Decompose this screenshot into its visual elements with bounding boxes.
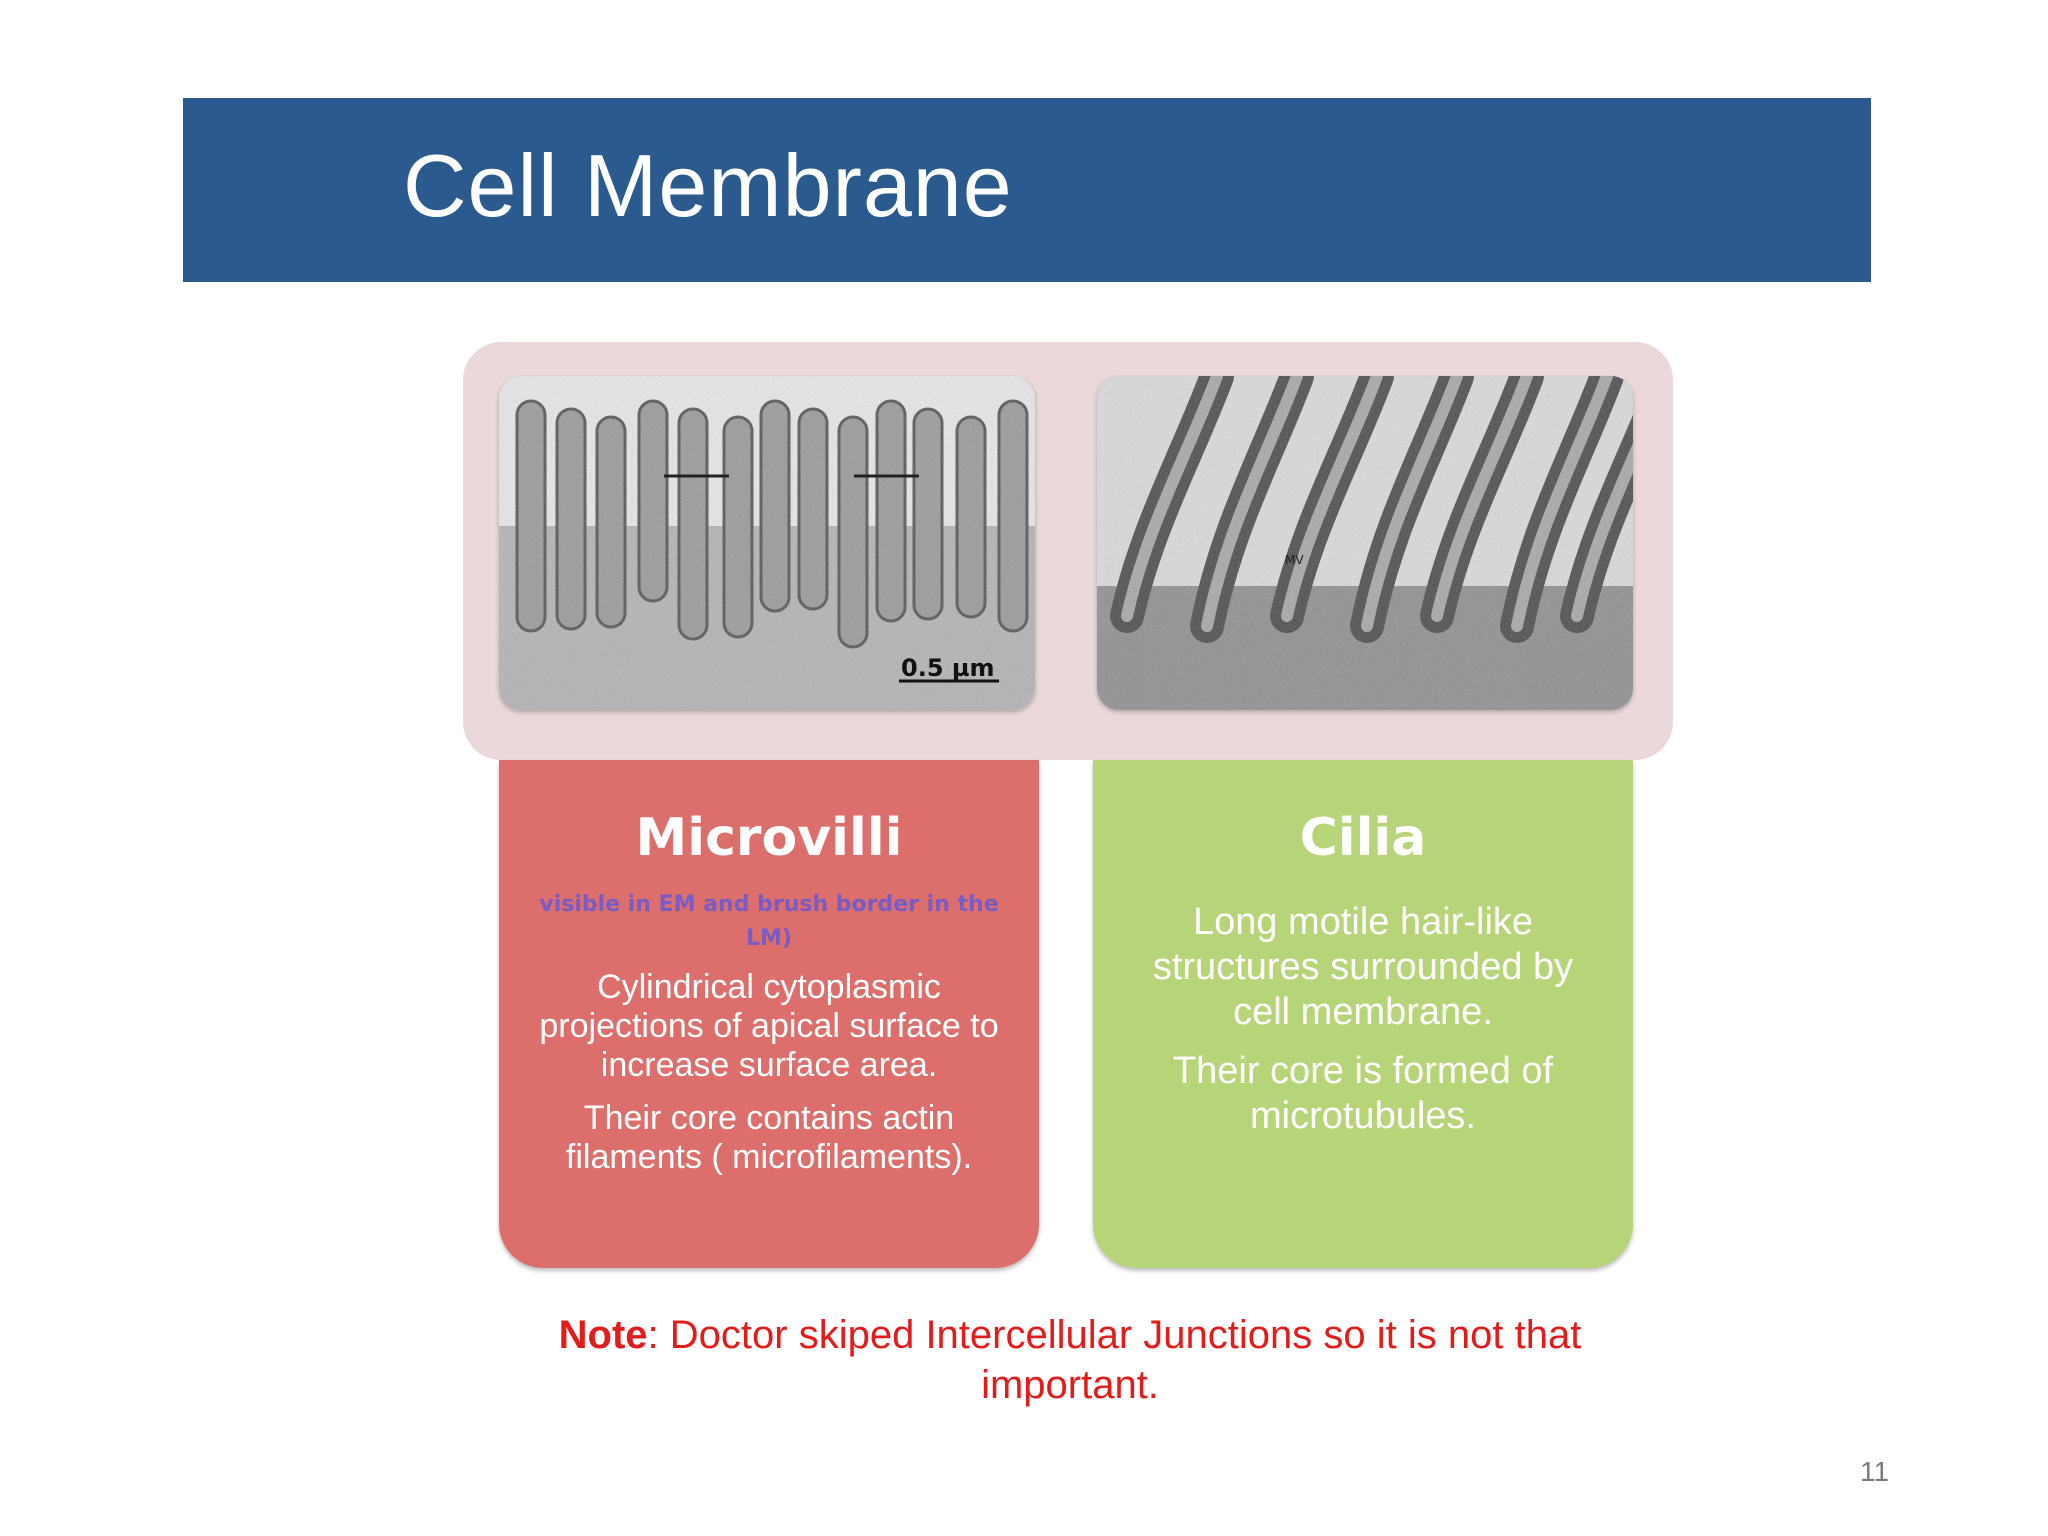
- microvilli-core: Their core contains actin filaments ( mi…: [565, 1099, 973, 1176]
- microvilli-card: Microvilli visible in EM and brush borde…: [499, 760, 1039, 1268]
- footer-note: Note: Doctor skiped Intercellular Juncti…: [500, 1310, 1640, 1410]
- cilia-description: Long motile hair-like structures surroun…: [1152, 901, 1574, 1033]
- page-number: 11: [1860, 1456, 1890, 1487]
- slide-title: Cell Membrane: [403, 136, 1013, 235]
- title-bar: Cell Membrane: [183, 98, 1871, 282]
- footer-note-text: : Doctor skiped Intercellular Junctions …: [647, 1313, 1582, 1407]
- micrograph-frame: 0.5 µm MV: [463, 342, 1673, 760]
- cilia-image-label: MV: [1285, 553, 1304, 567]
- cilia-micrograph: MV: [1097, 376, 1633, 710]
- microvilli-title: Microvilli: [635, 808, 903, 868]
- cilia-title: Cilia: [1299, 808, 1427, 868]
- cilia-card: Cilia Long motile hair-like structures s…: [1093, 760, 1633, 1268]
- cilia-micrograph-svg: MV: [1097, 376, 1633, 710]
- microvilli-micrograph-svg: 0.5 µm: [499, 376, 1035, 710]
- microvilli-micrograph: 0.5 µm: [499, 376, 1035, 710]
- cilia-core: Their core is formed of microtubules.: [1172, 1050, 1554, 1137]
- microvilli-visibility-note: visible in EM and brush border in the LM…: [539, 892, 999, 951]
- scale-bar-label: 0.5 µm: [901, 654, 995, 682]
- microvilli-description: Cylindrical cytoplasmic projections of a…: [539, 968, 999, 1084]
- footer-note-label: Note: [558, 1313, 648, 1357]
